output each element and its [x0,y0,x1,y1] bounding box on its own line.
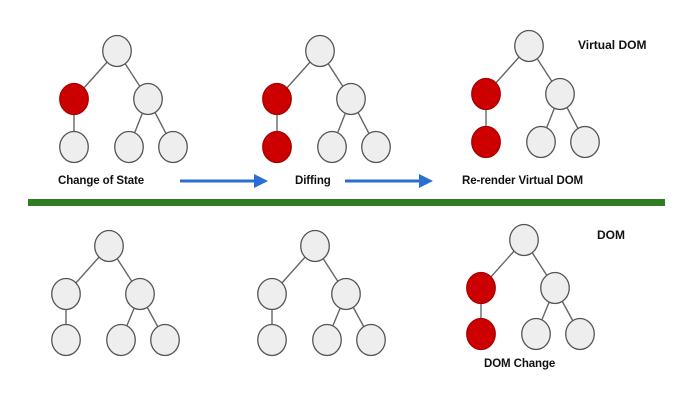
caption-diffing: Diffing [295,175,331,187]
caption-re-render-virtual-dom: Re-render Virtual DOM [462,175,584,187]
tree-node [356,323,386,357]
arrow-state-to-diffing [180,174,268,188]
tree-node-highlighted [471,125,501,159]
tree-node [336,82,366,116]
tree-dom-middle [257,229,386,357]
tree-node-highlighted [471,77,501,111]
tree-node [106,323,136,357]
tree-node [158,130,188,164]
tree-dom-initial [51,229,180,357]
section-label-virtual-dom: Virtual DOM [578,38,647,52]
tree-node [102,34,132,68]
tree-node [565,317,595,351]
tree-node [51,277,81,311]
tree-node [59,130,89,164]
tree-node [305,34,335,68]
tree-virtual-change-of-state [59,34,188,164]
tree-node [51,323,81,357]
tree-node [133,82,163,116]
arrow-head [254,174,268,188]
section-divider [28,199,665,206]
arrow-diffing-to-rerender [345,174,433,188]
tree-node [361,130,391,164]
tree-node [257,323,287,357]
tree-node [331,277,361,311]
tree-node [540,271,570,305]
caption-dom-change: DOM Change [484,358,556,370]
tree-node [317,130,347,164]
tree-node [521,317,551,351]
tree-node [509,223,539,257]
tree-node-highlighted [59,82,89,116]
tree-node [257,277,287,311]
tree-node-highlighted [466,317,496,351]
tree-node [570,125,600,159]
tree-node [94,229,124,263]
tree-node [300,229,330,263]
tree-node [150,323,180,357]
tree-node-highlighted [262,82,292,116]
tree-node [545,77,575,111]
tree-node [312,323,342,357]
tree-node-highlighted [262,130,292,164]
tree-node [125,277,155,311]
arrow-head [419,174,433,188]
caption-change-of-state: Change of State [58,175,145,187]
tree-node-highlighted [466,271,496,305]
section-label-dom: DOM [597,228,625,242]
tree-node [514,29,544,63]
tree-virtual-diffing [262,34,391,164]
tree-node [526,125,556,159]
tree-node [114,130,144,164]
tree-virtual-rerender [471,29,600,159]
tree-dom-change [466,223,595,351]
